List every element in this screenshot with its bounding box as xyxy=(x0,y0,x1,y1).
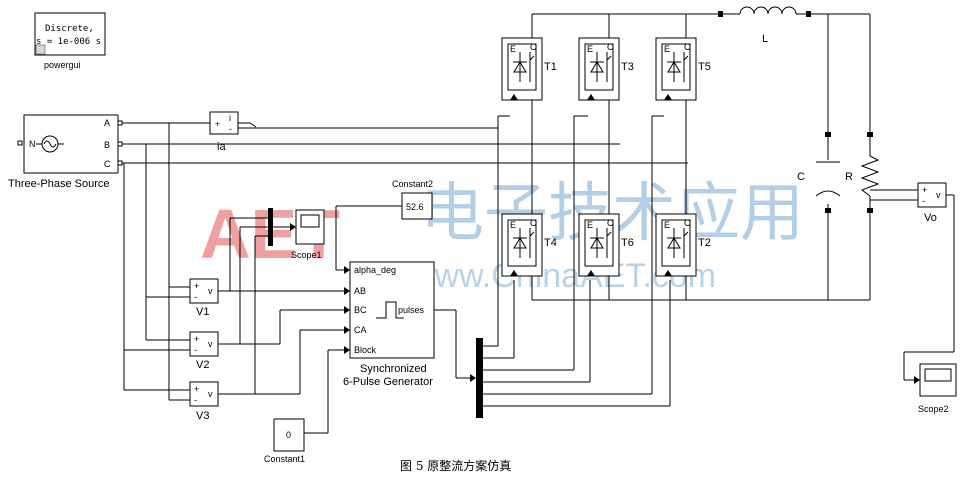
svg-text:v: v xyxy=(208,286,213,296)
ia-label: ia xyxy=(217,141,226,153)
voltmeter-v1[interactable]: + - v V1 xyxy=(189,278,219,318)
resistor[interactable]: R xyxy=(845,132,880,213)
svg-text:-: - xyxy=(922,196,925,206)
svg-text:BC: BC xyxy=(354,305,367,315)
svg-text:AB: AB xyxy=(354,286,366,296)
pulse-generator[interactable]: alpha_deg AB BC CA Block pulses Synchron… xyxy=(343,261,435,388)
switch-label: T5 xyxy=(698,61,711,73)
powergui-block[interactable]: Discrete, s = 1e-006 s powergui xyxy=(34,12,106,70)
igbt-switch-t2[interactable]: E C T2 xyxy=(655,213,711,277)
svg-text:+: + xyxy=(194,334,199,344)
svg-text:V2: V2 xyxy=(196,359,209,371)
svg-text:-: - xyxy=(229,124,232,134)
svg-text:C: C xyxy=(684,42,691,52)
voltmeter-v2[interactable]: + - v V2 xyxy=(189,331,219,371)
svg-text:CA: CA xyxy=(354,325,367,335)
igbt-switch-t5[interactable]: E C T5 xyxy=(655,37,711,101)
svg-text:+: + xyxy=(922,185,927,195)
svg-text:6-Pulse Generator: 6-Pulse Generator xyxy=(343,376,433,388)
svg-text:E: E xyxy=(510,44,516,54)
svg-text:+: + xyxy=(194,384,199,394)
svg-text:+: + xyxy=(215,119,220,129)
three-phase-source[interactable]: N A B C Three-Phase Source xyxy=(8,114,123,190)
capacitor[interactable]: C xyxy=(797,132,841,213)
svg-text:+: + xyxy=(194,281,199,291)
svg-text:Synchronized: Synchronized xyxy=(360,363,427,375)
scope1[interactable]: Scope1 xyxy=(291,209,325,260)
mux-scope1 xyxy=(268,208,296,246)
inductor-label: L xyxy=(762,33,768,45)
svg-text:E: E xyxy=(587,220,593,230)
svg-text:v: v xyxy=(208,389,213,399)
svg-text:E: E xyxy=(664,44,670,54)
svg-text:-: - xyxy=(194,345,197,355)
inductor-coil-icon xyxy=(739,6,797,15)
capacitor-plate-curved-icon xyxy=(815,190,841,197)
svg-text:C: C xyxy=(530,218,537,228)
switch-label: T6 xyxy=(621,237,634,249)
scope2-screen-icon xyxy=(924,368,952,382)
voltage-signal-wiring xyxy=(218,217,350,395)
current-measurement-ia[interactable]: + i - ia xyxy=(209,111,257,153)
svg-text:E: E xyxy=(510,220,516,230)
svg-text:V1: V1 xyxy=(196,306,209,318)
switch-label: T1 xyxy=(544,61,557,73)
source-port-c: C xyxy=(104,159,111,169)
voltmeter-v3[interactable]: + - v V3 xyxy=(189,381,219,422)
capacitor-label: C xyxy=(797,171,805,183)
resistor-zigzag-icon xyxy=(860,155,880,197)
scope1-screen-icon xyxy=(300,214,320,228)
constant1-value: 0 xyxy=(286,430,291,440)
svg-text:Vo: Vo xyxy=(924,212,937,224)
powergui-icon xyxy=(35,44,46,55)
igbt-switch-t3[interactable]: E C T3 xyxy=(578,37,634,101)
svg-text:V3: V3 xyxy=(196,410,209,422)
svg-text:E: E xyxy=(664,220,670,230)
scope2[interactable]: Scope2 xyxy=(918,363,957,414)
svg-text:v: v xyxy=(208,339,213,349)
source-port-a: A xyxy=(104,118,110,128)
svg-text:C: C xyxy=(684,218,691,228)
inductor[interactable]: L xyxy=(718,6,811,45)
pulse-icon xyxy=(376,301,404,319)
svg-text:Constant2: Constant2 xyxy=(392,179,433,189)
constant2[interactable]: Constant2 52.6 xyxy=(335,179,433,274)
svg-text:-: - xyxy=(194,292,197,302)
svg-text:C: C xyxy=(607,218,614,228)
svg-text:pulses: pulses xyxy=(398,305,425,315)
igbt-switch-t1[interactable]: E C T1 xyxy=(501,37,557,101)
svg-text:-: - xyxy=(194,395,197,405)
switch-label: T2 xyxy=(698,237,711,249)
powergui-line2: s = 1e-006 s xyxy=(36,37,101,47)
source-name: Three-Phase Source xyxy=(8,178,110,190)
svg-text:C: C xyxy=(607,42,614,52)
svg-text:C: C xyxy=(530,42,537,52)
svg-text:alpha_deg: alpha_deg xyxy=(354,265,396,275)
svg-text:v: v xyxy=(936,190,941,200)
figure-caption: 图 5 原整流方案仿真 xyxy=(400,458,511,473)
source-port-b: B xyxy=(104,140,110,150)
constant2-value: 52.6 xyxy=(406,202,424,212)
igbt-switch-t4[interactable]: E C T4 xyxy=(501,213,557,277)
svg-text:E: E xyxy=(587,44,593,54)
resistor-label: R xyxy=(845,171,853,183)
constant1[interactable]: 0 Constant1 xyxy=(264,346,350,464)
switch-label: T4 xyxy=(544,237,557,249)
svg-text:Scope2: Scope2 xyxy=(918,404,949,414)
svg-text:i: i xyxy=(229,113,231,123)
source-n-port: N xyxy=(29,139,36,149)
powergui-line1: Discrete, xyxy=(45,24,94,34)
igbt-switch-t6[interactable]: E C T6 xyxy=(578,213,634,277)
svg-text:Scope1: Scope1 xyxy=(291,250,322,260)
powergui-name: powergui xyxy=(44,60,81,70)
svg-text:Block: Block xyxy=(354,345,377,355)
voltmeter-vo[interactable]: + - v Vo xyxy=(903,182,955,384)
svg-text:Constant1: Constant1 xyxy=(264,454,305,464)
switch-label: T3 xyxy=(621,61,634,73)
source-wiring xyxy=(122,122,688,401)
pulse-demux xyxy=(434,115,671,418)
